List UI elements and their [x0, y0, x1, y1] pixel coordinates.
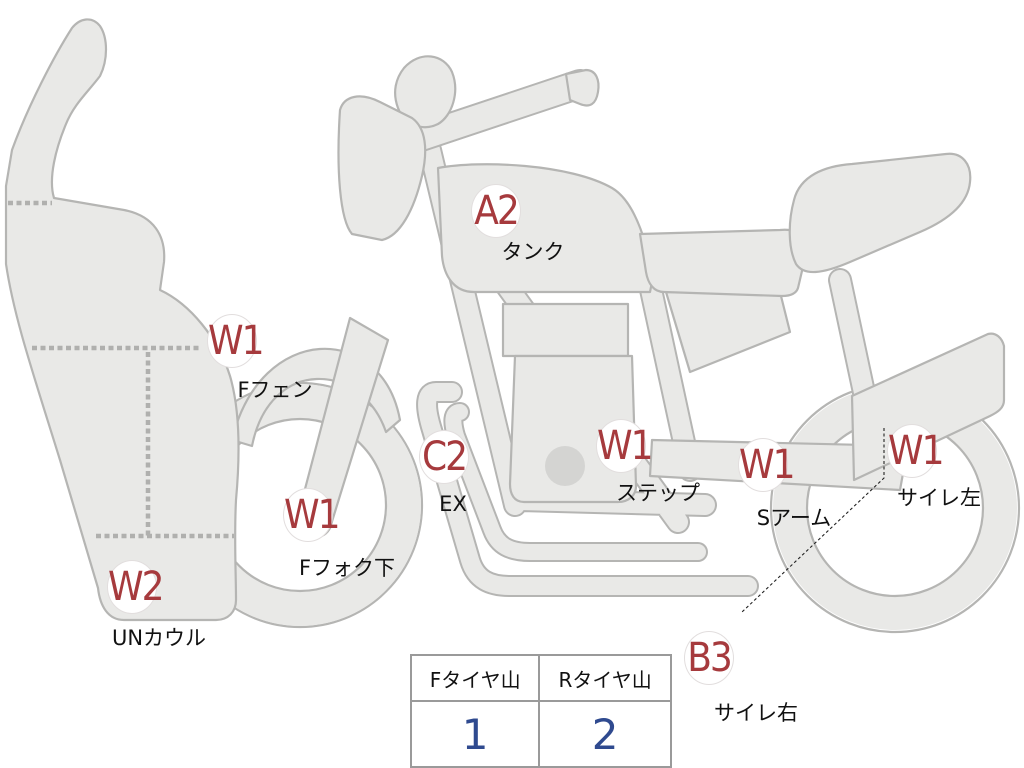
side-cover-shape [664, 290, 792, 374]
part-label: Fフェン [237, 378, 313, 402]
part-label: ステップ [616, 481, 700, 505]
grade-badge: A2 [471, 184, 521, 238]
grade-badge: W1 [596, 419, 653, 473]
tread-value-row: 1 2 [409, 700, 672, 768]
part-label: Fフォク下 [298, 556, 396, 580]
grade-badge: W1 [207, 314, 264, 368]
grade-badge: W1 [887, 424, 944, 478]
grade-badge: C2 [419, 430, 469, 484]
tank-shape [436, 163, 654, 294]
mirror [394, 55, 457, 129]
headlight [337, 95, 427, 242]
grade-badge: B3 [684, 631, 734, 685]
tread-header-row: Fタイヤ山 Rタイヤ山 [409, 654, 672, 702]
rear-tread-header: Rタイヤ山 [538, 654, 672, 702]
rear-tread-value: 2 [538, 700, 672, 768]
front-tread-header: Fタイヤ山 [409, 654, 541, 702]
leader-line [741, 428, 885, 613]
exhaust-pipes [416, 381, 759, 597]
part-label: タンク [501, 240, 565, 264]
part-label: サイレ左 [897, 486, 981, 510]
part-label: Sアーム [756, 506, 832, 530]
seat-front [638, 228, 808, 298]
front-cowl-shape [4, 18, 240, 622]
grade-badge: W1 [283, 488, 340, 542]
seat-rear [788, 152, 972, 274]
grade-badge: W2 [107, 560, 164, 614]
part-label: UNカウル [111, 626, 207, 650]
front-tread-value: 1 [409, 700, 541, 768]
handlebar-grip [564, 68, 600, 107]
part-label: サイレ右 [714, 701, 798, 725]
grade-badge: W1 [738, 438, 795, 492]
part-label: EX [439, 492, 467, 516]
tire-tread-table: Fタイヤ山 Rタイヤ山 1 2 [409, 654, 672, 768]
